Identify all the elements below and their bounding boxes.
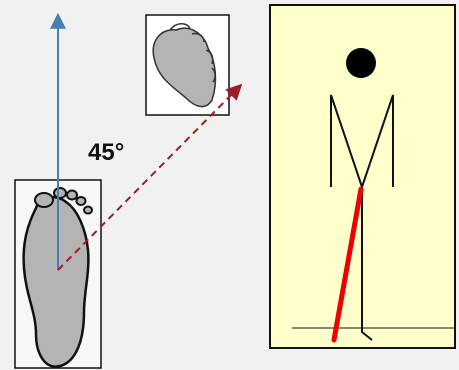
angle-label: 45° — [88, 139, 124, 166]
stick-figure-panel — [270, 5, 455, 348]
figure-head — [346, 48, 376, 78]
left-foot-toe-2 — [54, 188, 66, 198]
left-foot-big-toe — [35, 193, 53, 207]
left-foot-toe-3 — [67, 191, 77, 200]
left-foot-toe-4 — [77, 197, 86, 205]
left-foot-toe-5 — [84, 207, 92, 214]
rotated-foot-box — [146, 15, 229, 115]
